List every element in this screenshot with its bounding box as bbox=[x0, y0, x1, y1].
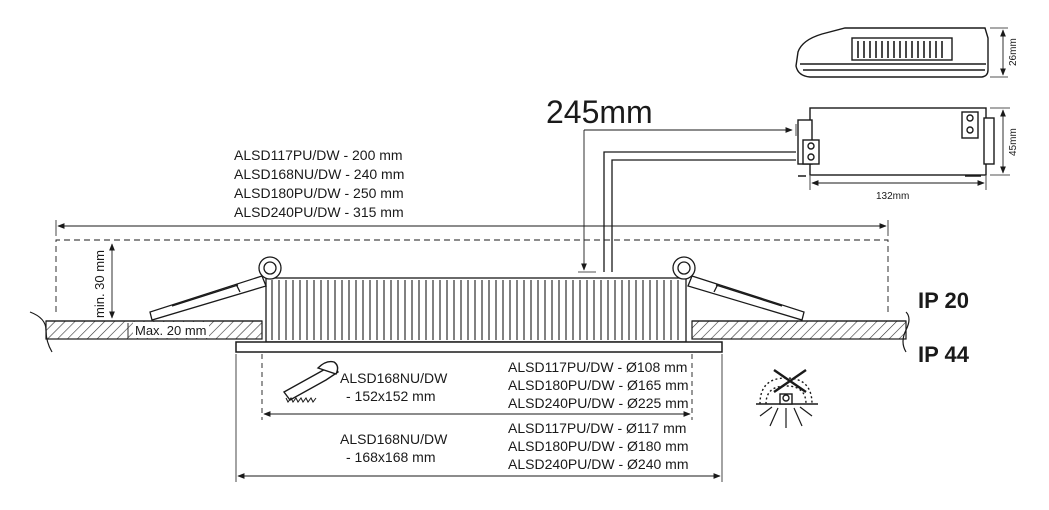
outer-square-model: ALSD168NU/DW bbox=[340, 431, 448, 447]
outer-square-size: - 168x168 mm bbox=[346, 449, 435, 465]
min-clearance-label: min. 30 mm bbox=[92, 250, 107, 318]
max-ceiling-label: Max. 20 mm bbox=[135, 323, 207, 338]
outer-round-2: ALSD180PU/DW - Ø180 mm bbox=[508, 438, 689, 454]
cable-length-label: 245mm bbox=[546, 94, 653, 130]
cutout-round-3: ALSD240PU/DW - Ø225 mm bbox=[508, 395, 689, 411]
cable bbox=[578, 124, 797, 273]
outer-round-3: ALSD240PU/DW - Ø240 mm bbox=[508, 456, 689, 472]
luminaire bbox=[149, 256, 805, 353]
cutout-round-1: ALSD117PU/DW - Ø108 mm bbox=[508, 359, 687, 375]
outer-round-1: ALSD117PU/DW - Ø117 mm bbox=[508, 420, 686, 436]
ip-rating-bottom: IP 44 bbox=[918, 342, 970, 367]
ip-rating-top: IP 20 bbox=[918, 288, 969, 313]
max-ceiling-dimension bbox=[124, 320, 132, 340]
total-length-3: ALSD180PU/DW - 250 mm bbox=[234, 185, 404, 201]
no-insulation-cover-icon bbox=[756, 369, 818, 428]
cutout-dimension bbox=[261, 354, 693, 420]
cutout-round-2: ALSD180PU/DW - Ø165 mm bbox=[508, 377, 689, 393]
saw-icon bbox=[282, 360, 339, 403]
driver-height-label: 26mm bbox=[1008, 38, 1019, 66]
total-length-dimension bbox=[55, 220, 889, 312]
cutout-square-model: ALSD168NU/DW bbox=[340, 370, 448, 386]
max-ceiling-label-bg bbox=[133, 322, 209, 338]
driver-length-label: 132mm bbox=[876, 191, 909, 202]
outer-dimension bbox=[235, 354, 723, 482]
total-length-1: ALSD117PU/DW - 200 mm bbox=[234, 147, 403, 163]
cutout-square-size: - 152x152 mm bbox=[346, 388, 435, 404]
driver-side-view bbox=[795, 27, 1008, 78]
total-length-4: ALSD240PU/DW - 315 mm bbox=[234, 204, 404, 220]
driver-top-view bbox=[797, 107, 1010, 190]
driver-width-label: 45mm bbox=[1008, 128, 1019, 156]
total-length-2: ALSD168NU/DW - 240 mm bbox=[234, 166, 404, 182]
